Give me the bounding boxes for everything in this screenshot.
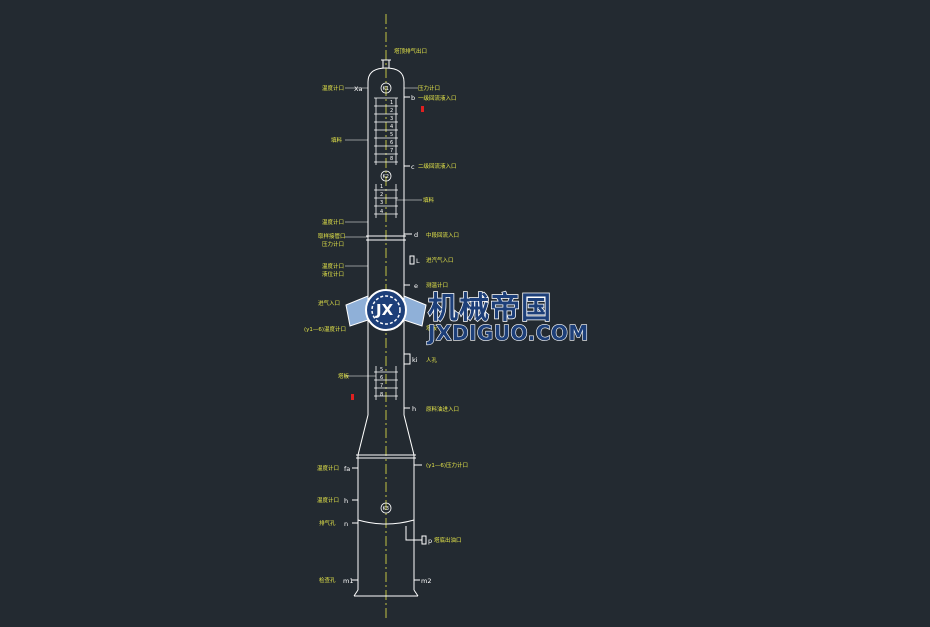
label-left: 温度计口 [317, 464, 339, 472]
upper-tray-lines [374, 97, 398, 165]
watermark-title-cn: 机械帝国 [428, 291, 552, 326]
watermark-title-en: JXDIGUO.COM [426, 321, 589, 345]
left-labels: 温度计口 填料 温度计口 取样接管口 压力计口 温度计口 液位计口 进气入口 (… [304, 84, 350, 584]
nozzle-d: d [414, 231, 418, 239]
instrument-tag: K1 [383, 86, 389, 92]
label-right: 人孔 [426, 356, 438, 364]
label-right: 进汽气入口 [426, 256, 454, 264]
leader-lines [345, 87, 422, 377]
tray-number: 1 [380, 184, 383, 190]
right-labels: 塔顶排气出口 压力计口 一级回流液入口 二级回流液入口 填料 中段回流入口 进汽… [394, 47, 468, 544]
watermark: JX 机械帝国 JXDIGUO.COM [345, 289, 589, 346]
nozzle-p: p [428, 537, 432, 545]
nozzle-stubs [352, 96, 427, 581]
nozzle-l: L [416, 257, 420, 265]
tray-number: 1 [390, 100, 393, 106]
label-right: 塔板 [426, 324, 438, 332]
label-left: 塔板 [338, 372, 350, 380]
nozzle-xa: Xa [354, 85, 362, 93]
nozzle-c: c [411, 163, 415, 171]
nozzle-m1: m1 [343, 577, 353, 585]
nozzle-h: h [412, 405, 416, 413]
label-right: 压力计口 [418, 84, 440, 92]
tray-number: 6 [390, 140, 393, 146]
tray-number: 7 [390, 148, 393, 154]
label-left: 取样接管口 [318, 232, 346, 240]
tray-number: 2 [380, 192, 383, 198]
tray-number: 3 [380, 200, 383, 206]
tray-number: 5 [380, 367, 383, 373]
nozzle-b: b [411, 94, 415, 102]
tray-number: 4 [390, 124, 393, 130]
label-left: 进气入口 [318, 299, 340, 307]
upper-tray-numbers: 1 2 3 4 5 6 7 8 [390, 100, 393, 162]
label-right: 塔底出油口 [434, 536, 462, 544]
nozzle-e: e [414, 282, 418, 290]
nozzle-m2: m2 [421, 577, 431, 585]
label-right: 测温计口 [426, 281, 448, 289]
tray-number: 6 [380, 375, 383, 381]
label-right: 填料 [423, 196, 435, 204]
lower-tray-numbers: 5 6 7 8 [380, 367, 383, 398]
tray-number: 5 [390, 132, 393, 138]
nozzle-letters: b c d L e ki h p m1 m2 n h fa Xa [343, 85, 432, 585]
lower-tray-lines [374, 366, 398, 400]
red-markers [351, 106, 424, 400]
label-left: 检查孔 [319, 576, 336, 584]
middle-tray-numbers: 1 2 3 4 [380, 184, 383, 215]
tray-number: 8 [390, 156, 393, 162]
tray-number: 7 [380, 383, 383, 389]
tray-number: 2 [390, 108, 393, 114]
label-left: 压力计口 [322, 240, 344, 248]
watermark-logo: JX [345, 289, 427, 331]
watermark-logo-text: JX [375, 301, 394, 319]
instrument-tag: K2 [383, 174, 389, 180]
label-left: 温度计口 [322, 84, 344, 92]
nozzle-ki: ki [412, 356, 418, 364]
nozzle-fa: fa [344, 465, 350, 473]
nozzle-hb: h [344, 497, 348, 505]
label-right: 塔顶排气出口 [394, 47, 427, 55]
label-left: 排气孔 [319, 519, 336, 527]
label-left: 填料 [331, 136, 343, 144]
label-left: 温度计口 [322, 262, 344, 270]
middle-tray-lines [374, 184, 398, 218]
instrument-tag: K3 [383, 506, 389, 512]
label-right: (y1—6)压力计口 [426, 461, 468, 469]
tray-number: 3 [390, 116, 393, 122]
label-right: 二级回流液入口 [418, 162, 457, 170]
label-right: 中段回流入口 [426, 231, 459, 239]
instrument-tags: K1 K2 K3 [380, 82, 392, 514]
label-left: 温度计口 [317, 496, 339, 504]
label-right: 一级回流液入口 [418, 94, 457, 102]
label-left: 液位计口 [322, 270, 344, 278]
tray-number: 8 [380, 392, 383, 398]
label-left: (y1—6)温度计口 [304, 325, 346, 333]
label-left: 温度计口 [322, 218, 344, 226]
label-right: 原料油进入口 [426, 405, 459, 413]
nozzle-n: n [344, 520, 348, 528]
tray-number: 4 [380, 209, 383, 215]
